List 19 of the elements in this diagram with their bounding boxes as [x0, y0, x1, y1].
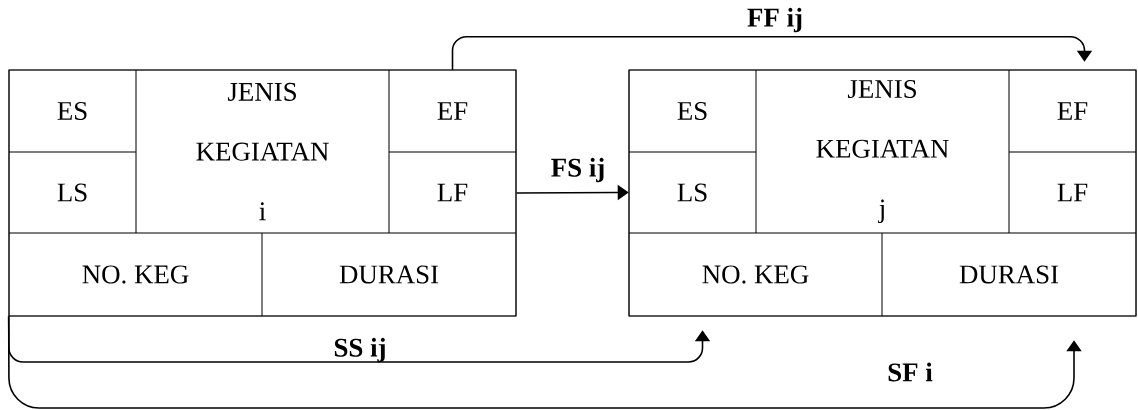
table-cell: DURASI — [261, 232, 517, 317]
table-cell: LS — [8, 151, 137, 234]
table-cell: ES — [628, 69, 757, 153]
arrow — [451, 35, 1093, 71]
table-cell: NO. KEG — [8, 232, 263, 317]
edge-label: FF ij — [747, 7, 802, 33]
table-cell: EF — [1008, 69, 1137, 153]
activity-name-cell: JENIS KEGIATAN i — [135, 69, 390, 234]
table-cell: LF — [388, 151, 517, 234]
table-cell: DURASI — [881, 232, 1137, 317]
edge-label: FS ij — [551, 157, 604, 183]
table-cell: EF — [388, 69, 517, 153]
edge-label: SF i — [888, 362, 933, 382]
table-cell: ES — [8, 69, 137, 153]
activity-name-cell: JENIS KEGIATAN j — [755, 69, 1010, 234]
table-cell: NO. KEG — [628, 232, 883, 317]
table-cell: LS — [628, 151, 757, 234]
table-cell: LF — [1008, 151, 1137, 234]
edge-label: SS ij — [334, 337, 385, 363]
